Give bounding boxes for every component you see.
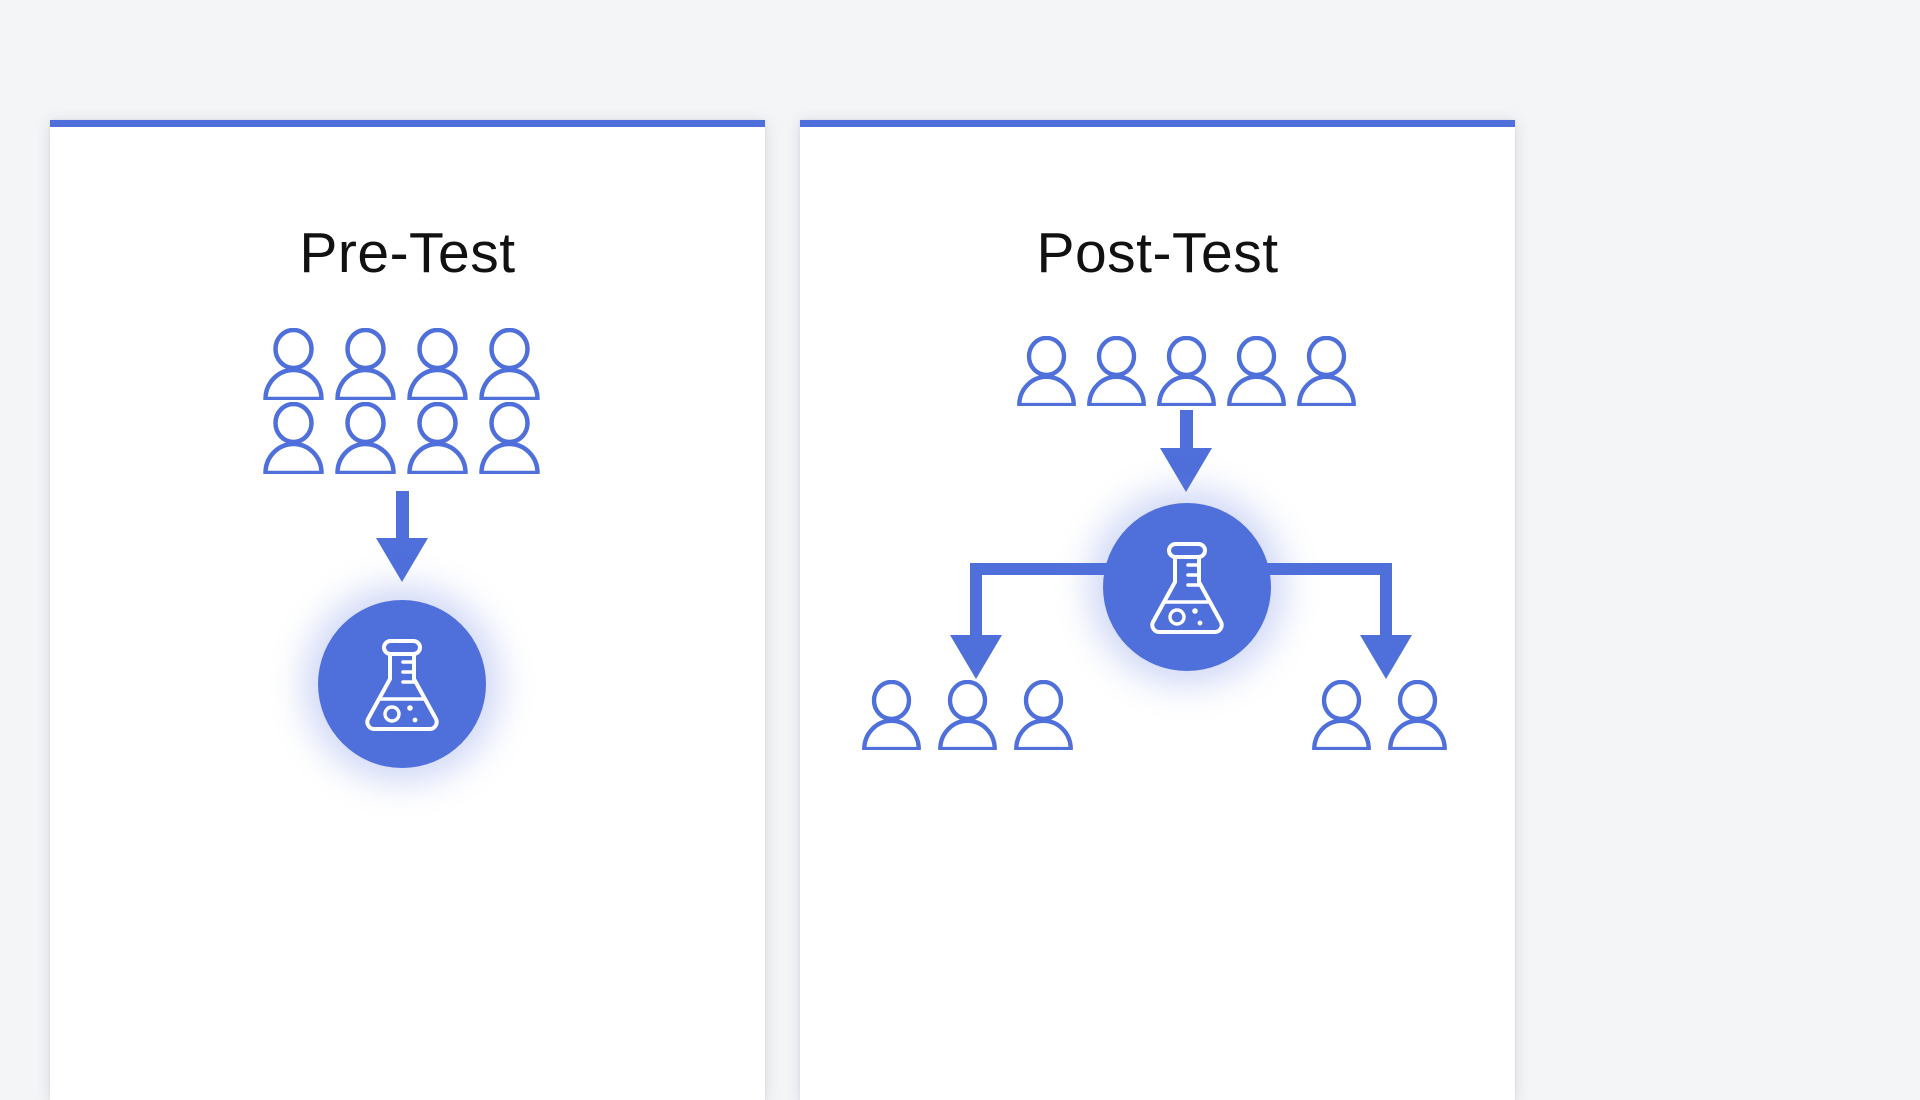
person-icon	[477, 328, 542, 400]
page-title-post-test: Post-Test	[1036, 221, 1279, 285]
card-post-test[interactable]: Post-Test	[800, 120, 1515, 1100]
person-icon	[261, 328, 326, 400]
flask-node[interactable]	[318, 600, 486, 768]
person-icon	[405, 402, 470, 474]
person-icon	[1295, 336, 1358, 406]
card-accent-bar	[50, 120, 765, 127]
page-title-pre-test: Pre-Test	[299, 221, 516, 285]
person-icon	[860, 680, 923, 750]
flask-node[interactable]	[1103, 503, 1271, 671]
branch-connector-left	[970, 563, 1115, 575]
arrow-down-icon	[1360, 635, 1412, 679]
branch-connector-right	[1259, 563, 1392, 575]
person-icon	[1225, 336, 1288, 406]
person-icon	[405, 328, 470, 400]
person-icon	[1085, 336, 1148, 406]
branch-connector-right-drop	[1380, 563, 1392, 641]
person-icon	[1386, 680, 1449, 750]
person-icon	[261, 402, 326, 474]
person-icon	[1155, 336, 1218, 406]
person-icon	[1012, 680, 1075, 750]
person-icon	[477, 402, 542, 474]
arrow-down-icon	[376, 538, 428, 582]
arrow-down-icon	[1160, 448, 1212, 492]
person-icon	[1015, 336, 1078, 406]
person-icon	[333, 328, 398, 400]
arrow-down-icon	[950, 635, 1002, 679]
connector-line	[1180, 410, 1193, 454]
person-icon	[936, 680, 999, 750]
person-icon	[1310, 680, 1373, 750]
connector-line	[396, 491, 409, 543]
branch-connector-left-drop	[970, 563, 982, 641]
card-accent-bar	[800, 120, 1515, 127]
card-pre-test[interactable]: Pre-Test	[50, 120, 765, 1100]
person-icon	[333, 402, 398, 474]
flask-icon	[365, 639, 439, 731]
flask-icon	[1150, 542, 1224, 634]
